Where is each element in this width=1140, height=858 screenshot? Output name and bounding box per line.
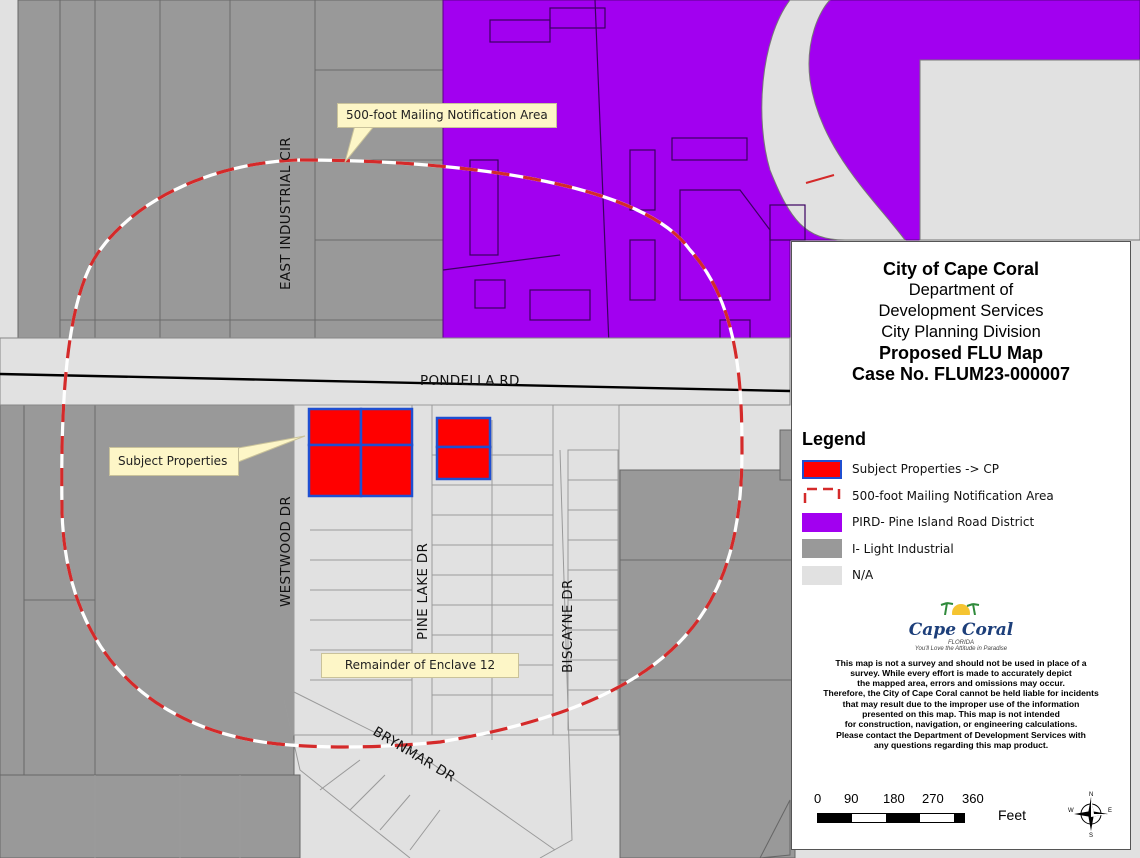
scale-tick: 360 xyxy=(962,791,984,806)
svg-text:S: S xyxy=(1089,833,1093,837)
legend-item-na: N/A xyxy=(802,562,1130,589)
pird-swatch xyxy=(802,512,842,532)
road-label-pondella: PONDELLA RD xyxy=(420,373,520,389)
north-arrow-icon: N S E W xyxy=(1068,792,1112,837)
callout-remainder-enclave: Remainder of Enclave 12 xyxy=(321,653,519,678)
legend-item-industrial: I- Light Industrial xyxy=(802,536,1130,563)
scale-tick: 90 xyxy=(844,791,859,806)
department-line-2: Development Services xyxy=(878,302,1044,320)
road-label-westwood: WESTWOOD DR xyxy=(278,496,294,607)
legend-heading: Legend xyxy=(802,429,867,449)
map-title: Proposed FLU Map xyxy=(878,343,1043,363)
scale-tick: 0 xyxy=(814,791,822,806)
pird-building-outlines xyxy=(442,0,806,371)
disclaimer-text: This map is not a survey and should not … xyxy=(802,658,1120,751)
scale-ticks: 0 90 180 270 360 xyxy=(812,791,1072,807)
disclaimer-line: that may result due to the improper use … xyxy=(842,698,1080,709)
logo-wordmark: Cape Coral xyxy=(908,619,1014,640)
disclaimer-line: This map is not a survey and should not … xyxy=(835,657,1087,668)
legend-panel: City of Cape Coral Department of Develop… xyxy=(791,241,1131,850)
buffer-swatch-icon xyxy=(803,488,841,504)
pird-district xyxy=(442,0,1140,371)
svg-text:N: N xyxy=(1089,792,1093,798)
subject-swatch xyxy=(802,459,842,479)
scale-tick: 270 xyxy=(922,791,944,806)
callout-leaders xyxy=(237,124,377,463)
legend-label: Subject Properties -> CP xyxy=(852,462,999,477)
pondella-road xyxy=(0,337,791,406)
disclaimer-line: Therefore, the City of Cape Coral cannot… xyxy=(823,688,1099,699)
legend-item-buffer: 500-foot Mailing Notification Area xyxy=(802,483,1130,510)
title-block: City of Cape Coral Department of Develop… xyxy=(792,259,1130,385)
scale-unit: Feet xyxy=(998,807,1027,823)
scale-bar-graphic xyxy=(817,813,965,823)
division-name: City Planning Division xyxy=(881,323,1041,341)
disclaimer-line: any questions regarding this map product… xyxy=(873,739,1049,750)
legend-label: I- Light Industrial xyxy=(852,541,954,556)
svg-text:E: E xyxy=(1108,808,1112,814)
legend-item-subject: Subject Properties -> CP xyxy=(802,456,1130,483)
callout-subject-properties: Subject Properties xyxy=(109,447,239,476)
road-label-east-industrial: EAST INDUSTRIAL CIR xyxy=(278,137,294,290)
legend-label: 500-foot Mailing Notification Area xyxy=(852,488,1054,503)
road-label-biscayne: BISCAYNE DR xyxy=(560,579,576,673)
disclaimer-line: Please contact the Department of Develop… xyxy=(836,729,1086,740)
na-swatch xyxy=(802,565,842,585)
disclaimer-line: presented on this map. This map is not i… xyxy=(862,708,1060,719)
road-label-pine-lake: PINE LAKE DR xyxy=(415,543,431,640)
disclaimer-line: survey. While every effort is made to ac… xyxy=(850,667,1072,678)
logo-state: FLORIDA xyxy=(947,639,974,646)
legend-list: Subject Properties -> CP 500-foot Mailin… xyxy=(792,456,1130,589)
notification-buffer xyxy=(60,158,744,749)
department-line-1: Department of xyxy=(908,281,1014,299)
svg-text:W: W xyxy=(1068,808,1074,814)
industrial-swatch xyxy=(802,539,842,559)
buffer-swatch xyxy=(802,486,842,505)
callout-notification-area: 500-foot Mailing Notification Area xyxy=(337,103,557,128)
legend-item-pird: PIRD- Pine Island Road District xyxy=(802,509,1130,536)
scale-tick: 180 xyxy=(883,791,905,806)
disclaimer-line: for construction, navigation, or enginee… xyxy=(844,719,1078,730)
scale-bar: 0 90 180 270 360 Feet xyxy=(812,791,1072,835)
subject-properties xyxy=(307,407,492,498)
logo-tagline: You'll Love the Attitude in Paradise xyxy=(914,645,1008,652)
palm-sun-icon xyxy=(940,601,980,622)
small-red-mark xyxy=(805,174,835,184)
legend-label: PIRD- Pine Island Road District xyxy=(852,515,1035,530)
industrial-lot-lines xyxy=(24,0,795,775)
legend-label: N/A xyxy=(852,568,874,583)
cape-coral-logo: Cape Coral FLORIDA You'll Love the Attit… xyxy=(792,599,1130,652)
case-number: Case No. FLUM23-000007 xyxy=(851,364,1071,384)
disclaimer-line: the mapped area, errors and omissions ma… xyxy=(857,678,1065,689)
city-name: City of Cape Coral xyxy=(882,259,1040,279)
